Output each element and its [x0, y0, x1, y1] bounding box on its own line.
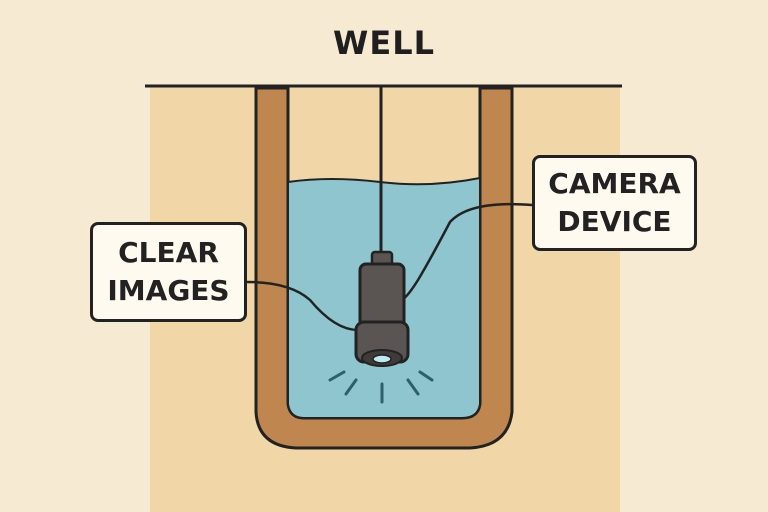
camera-lens: [372, 354, 392, 364]
callout-camera-device: CAMERA DEVICE: [532, 155, 697, 251]
callout-clear-images-line1: CLEAR: [118, 236, 219, 269]
leader-line-camera: [401, 202, 533, 302]
callout-camera-device-line2: DEVICE: [557, 205, 672, 238]
camera-device: [354, 250, 410, 367]
callout-clear-images-line2: IMAGES: [107, 274, 230, 307]
diagram-title: WELL: [333, 24, 435, 62]
callout-clear-images: CLEAR IMAGES: [90, 222, 247, 322]
light-rays: [328, 370, 434, 404]
callout-camera-device-line1: CAMERA: [548, 167, 681, 200]
leader-line-images: [246, 280, 359, 332]
